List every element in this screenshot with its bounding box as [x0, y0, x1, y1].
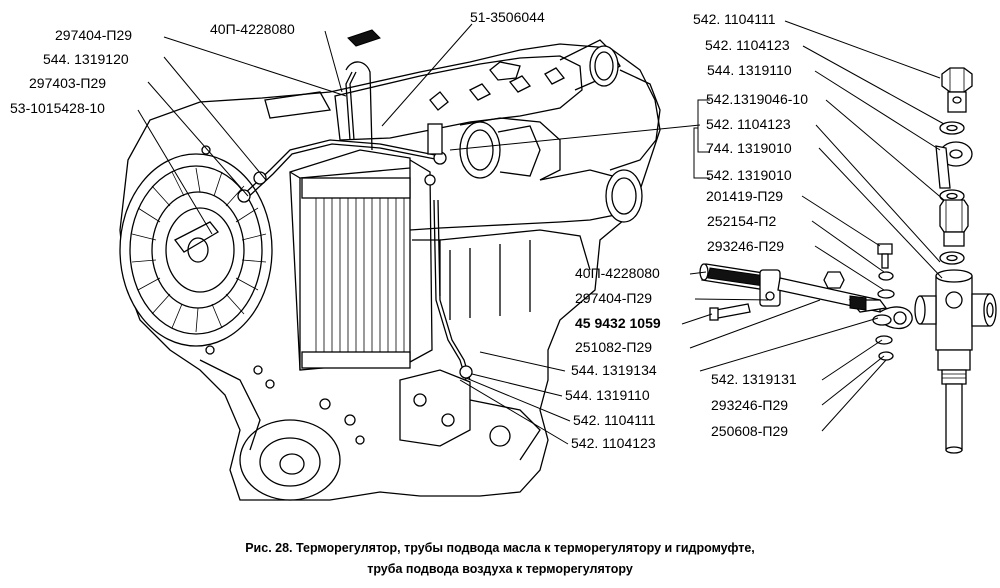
label-201419-p29: 201419-П29: [706, 188, 783, 204]
label-53-1015428-10: 53-1015428-10: [10, 100, 105, 116]
label-542-1104123-a: 542. 1104123: [705, 37, 790, 53]
label-544-1319110-a: 544. 1319110: [707, 62, 792, 78]
labels-right-column: 542. 1104111 542. 1104123 544. 1319110 5…: [693, 11, 808, 439]
tee-body: [914, 269, 997, 351]
banjo-fitting: [935, 141, 973, 189]
label-542-1104111-top: 542. 1104111: [693, 11, 776, 27]
label-40p-4228080-top: 40П-4228080: [210, 21, 295, 37]
label-297404-p29-left: 297404-П29: [55, 27, 132, 43]
label-250608-p29: 250608-П29: [711, 423, 788, 439]
label-542-1319010: 542. 1319010: [706, 167, 792, 183]
fan-housing: [119, 153, 273, 347]
label-293246-p29-a: 293246-П29: [707, 238, 784, 254]
label-544-1319120: 544. 1319120: [43, 51, 129, 67]
label-252154-p2: 252154-П2: [707, 213, 776, 229]
label-542-1104111-b: 542. 1104111: [573, 412, 656, 428]
engine-illustration: [119, 29, 661, 501]
label-542-1104123-b: 542. 1104123: [706, 116, 791, 132]
banjo-bolt: [941, 67, 973, 113]
washer-top: [939, 121, 965, 135]
figure-caption: Рис. 28. Терморегулятор, трубы подвода м…: [245, 541, 755, 576]
label-542-1104123-c: 542. 1104123: [571, 435, 656, 451]
caption-line-1: Рис. 28. Терморегулятор, трубы подвода м…: [245, 541, 755, 555]
label-544-1319134: 544. 1319134: [571, 362, 657, 378]
label-40p-4228080-center: 40П-4228080: [575, 265, 660, 281]
labels-left: 297404-П29 544. 1319120 297403-П29 53-10…: [10, 27, 132, 116]
label-251082-p29: 251082-П29: [575, 339, 652, 355]
leader-lines: [137, 20, 945, 445]
air-tube-assembly: [699, 263, 888, 313]
small-bolt: [715, 303, 751, 319]
label-51-3506044: 51-3506044: [470, 9, 545, 25]
pulley: [239, 419, 341, 501]
exploded-parts: [699, 67, 997, 454]
label-297403-p29: 297403-П29: [29, 75, 106, 91]
fan-blades: [131, 167, 267, 333]
caption-line-2: труба подвода воздуха к терморегулятору: [367, 562, 633, 576]
label-45-9432-1059: 45 9432 1059: [575, 315, 661, 331]
label-297404-p29-center: 297404-П29: [575, 290, 652, 306]
label-542-1319046-10: 542.1319046-10: [706, 91, 808, 107]
labels-top: 40П-4228080 51-3506044: [210, 9, 545, 37]
label-744-1319010: 744. 1319010: [706, 140, 792, 156]
label-544-1319110-b: 544. 1319110: [565, 387, 650, 403]
labels-center: 40П-4228080 297404-П29 45 9432 1059 2510…: [565, 265, 661, 451]
thermoregulator-radiator: [289, 149, 433, 371]
label-293246-p29-b: 293246-П29: [711, 397, 788, 413]
label-542-1319131: 542. 1319131: [711, 371, 797, 387]
